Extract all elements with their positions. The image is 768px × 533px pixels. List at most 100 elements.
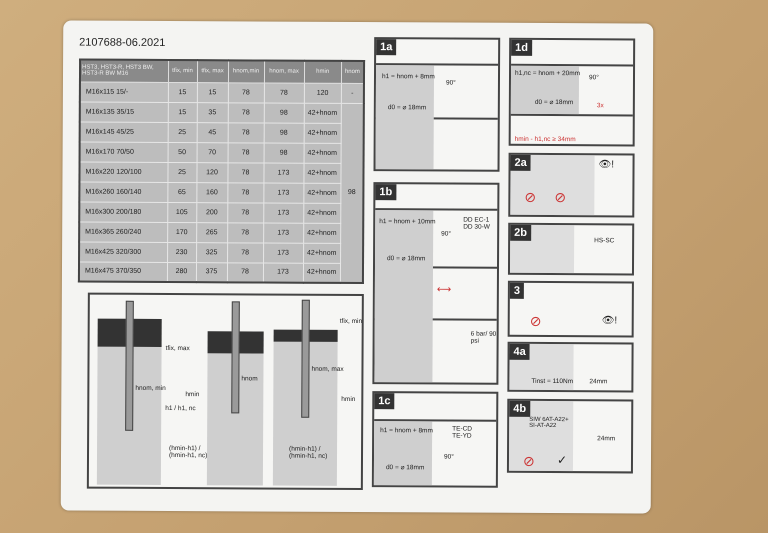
drill-diameter: d0 = ⌀ 18mm bbox=[387, 255, 426, 263]
table-cell: 42+hnom bbox=[303, 162, 341, 183]
table-cell: 78 bbox=[227, 182, 264, 203]
table-cell: 173 bbox=[263, 222, 304, 243]
side-value-cell: 98 bbox=[340, 102, 364, 284]
table-cell: 78 bbox=[227, 82, 264, 103]
table-cell: 98 bbox=[263, 142, 304, 163]
table-cell: 78 bbox=[263, 82, 305, 103]
tfix-min-label: tfix, min bbox=[339, 317, 363, 326]
table-cell: 25 bbox=[167, 162, 197, 183]
torque-value: Tinst = 110Nm bbox=[531, 377, 574, 386]
table-cell: 120 bbox=[196, 162, 228, 183]
table-cell: 105 bbox=[167, 202, 197, 223]
table-cell: 50 bbox=[167, 142, 197, 163]
anchor-setting-diagram: tfix, max hnom, min h1 / h1, nc hmin hno… bbox=[86, 292, 364, 491]
drill-diameter: d0 = ⌀ 18mm bbox=[387, 104, 427, 112]
hmin-label-2: hmin bbox=[341, 395, 356, 403]
table-cell: 78 bbox=[227, 202, 264, 223]
table-cell: 25 bbox=[167, 122, 197, 143]
table-cell: M16x145 45/25 bbox=[79, 121, 168, 143]
table-cell: 200 bbox=[196, 202, 228, 223]
pressure-label: 6 bar/ 90 psi bbox=[470, 330, 497, 345]
table-cell: 42+hnom bbox=[303, 182, 341, 203]
table-cell: 45 bbox=[196, 122, 228, 143]
prohibited-icon: ⊘ bbox=[522, 452, 535, 469]
h1-formula: h1 = hnom + 8mm bbox=[381, 73, 435, 81]
hnom-label: hnom bbox=[241, 375, 258, 383]
inspect-eye-icon: 👁! bbox=[598, 159, 615, 171]
tool-name: SIW 6AT-A22+ SI-AT-A22 bbox=[529, 416, 569, 430]
column-header: hmin bbox=[304, 60, 342, 83]
table-cell: M16x220 120/100 bbox=[79, 161, 168, 183]
step-2a-panel: 2a 👁! ⊘ ⊘ bbox=[508, 152, 635, 218]
table-cell: 78 bbox=[227, 122, 264, 143]
column-header: hnom bbox=[341, 60, 365, 84]
table-cell: 15 bbox=[167, 102, 197, 123]
step-1b-panel: 1b h1 = hnom + 10mm DD EC-1 DD 30-W 90° … bbox=[372, 182, 500, 385]
wrench-size: 24mm bbox=[589, 378, 608, 386]
table-cell: 78 bbox=[227, 162, 264, 183]
table-cell: - bbox=[341, 82, 364, 104]
table-cell: 170 bbox=[167, 222, 197, 243]
step-tag: 1a bbox=[376, 39, 397, 56]
angle-label: 90° bbox=[588, 74, 599, 82]
table-cell: 42+hnom bbox=[303, 202, 341, 223]
h1-formula: h1,nc = hnom + 20mm bbox=[514, 69, 581, 78]
table-cell: M16x170 70/50 bbox=[79, 141, 168, 163]
tool-names: TE-CD TE-YD bbox=[452, 425, 473, 440]
table-cell: 173 bbox=[263, 182, 304, 203]
column-header: HST3, HST3-R, HST3 BW, HST3-R BW M16 bbox=[79, 59, 169, 83]
step-tag: 4b bbox=[509, 400, 531, 417]
table-cell: 78 bbox=[227, 242, 264, 263]
table-cell: 120 bbox=[303, 82, 342, 103]
step-tag: 3 bbox=[509, 282, 525, 299]
h1-label: h1 / h1, nc bbox=[165, 404, 196, 413]
blow-arrow-icon: ⟷ bbox=[436, 284, 452, 296]
table-cell: 70 bbox=[196, 142, 228, 163]
table-cell: M16x260 160/140 bbox=[79, 181, 168, 203]
table-cell: 78 bbox=[226, 262, 264, 283]
wrench-size: 24mm bbox=[597, 435, 616, 443]
table-cell: M16x425 320/300 bbox=[79, 241, 168, 263]
table-cell: M16x300 200/180 bbox=[79, 201, 168, 223]
step-1d-panel: 1d h1,nc = hnom + 20mm 90° d0 = ⌀ 18mm 3… bbox=[508, 37, 636, 147]
step-tag: 1d bbox=[511, 39, 533, 56]
drill-diameter: d0 = ⌀ 18mm bbox=[534, 98, 574, 107]
anchor-spec-table: HST3, HST3-R, HST3 BW, HST3-R BW M16 tfix… bbox=[77, 58, 366, 285]
table-cell: 173 bbox=[263, 202, 304, 223]
step-tag: 2b bbox=[510, 224, 532, 241]
table-cell: M16x135 35/15 bbox=[79, 101, 168, 123]
table-cell: M16x365 260/240 bbox=[79, 221, 168, 243]
column-header: tfix, max bbox=[196, 60, 229, 83]
table-cell: 78 bbox=[227, 102, 264, 123]
table-cell: 265 bbox=[196, 222, 228, 243]
table-cell: 173 bbox=[262, 262, 304, 283]
angle-label: 90° bbox=[441, 230, 452, 238]
min-remaining-depth: hmin - h1,nc ≥ 34mm bbox=[514, 135, 576, 144]
hnom-max-label: hnom, max bbox=[311, 365, 344, 373]
table-cell: 78 bbox=[227, 222, 264, 243]
table-cell: 98 bbox=[263, 122, 304, 143]
remaining-depth-label: (hmin-h1) / (hmin-h1, nc) bbox=[168, 445, 208, 460]
table-cell: M16x115 15/- bbox=[79, 81, 168, 103]
table-cell: 42+hnom bbox=[303, 242, 341, 263]
h1-formula: h1 = hnom + 8mm bbox=[380, 427, 433, 435]
table-cell: M16x475 370/350 bbox=[78, 261, 168, 283]
table-cell: 98 bbox=[263, 102, 304, 123]
tfix-max-label: tfix, max bbox=[165, 344, 190, 353]
step-2b-panel: 2b HS-SC bbox=[507, 222, 635, 276]
instruction-label: 2107688-06.2021 HST3, HST3-R, HST3 BW, H… bbox=[60, 20, 654, 514]
table-cell: 160 bbox=[196, 182, 228, 203]
tool-name: HS-SC bbox=[594, 237, 615, 245]
table-cell: 42+hnom bbox=[303, 102, 342, 123]
drill-diameter: d0 = ⌀ 18mm bbox=[385, 464, 425, 472]
h1-formula: h1 = hnom + 10mm bbox=[379, 218, 436, 226]
hmin-label: hmin bbox=[185, 391, 200, 399]
